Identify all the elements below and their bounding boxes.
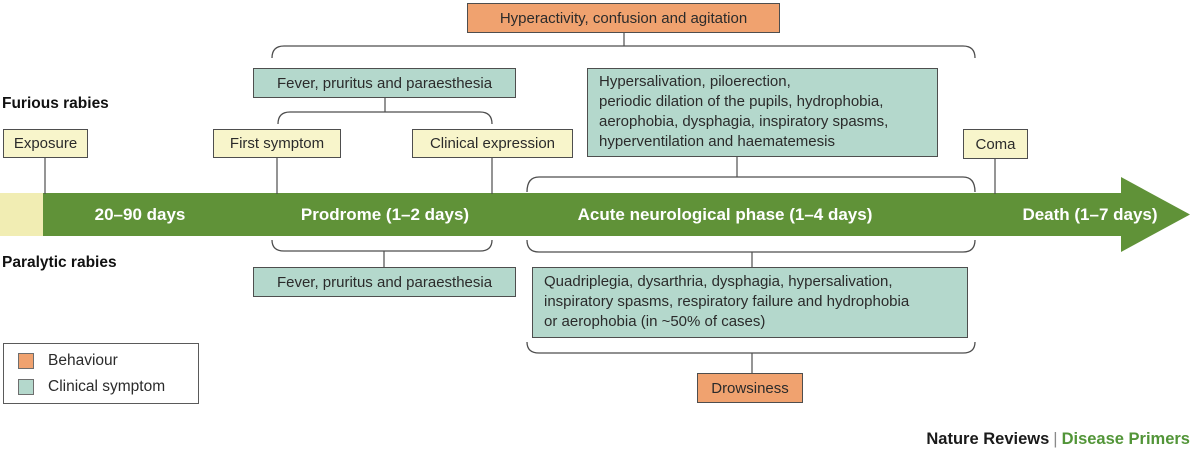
- drowsiness-box: Drowsiness: [697, 373, 803, 403]
- journal-footer: Nature Reviews|Disease Primers: [926, 430, 1190, 449]
- footer-separator: |: [1053, 430, 1058, 448]
- timeline-label-prodrome: Prodrome (1–2 days): [300, 205, 470, 224]
- furious-rabies-label: Furious rabies: [2, 95, 109, 112]
- acute-symptoms-box: Hypersalivation, piloerection, periodic …: [587, 68, 938, 157]
- bracket-prodrome: [277, 111, 493, 125]
- coma-box: Coma: [963, 129, 1028, 159]
- bracket-acute-upper: [526, 176, 976, 193]
- timeline-label-death: Death (1–7 days): [1022, 205, 1158, 224]
- bracket-furious-span: [271, 45, 976, 59]
- bracket-acute-lower: [526, 239, 976, 253]
- legend-label-clinical-symptom: Clinical symptom: [48, 377, 166, 395]
- exposure-box: Exposure: [3, 129, 88, 158]
- timeline-label-incubation: 20–90 days: [94, 205, 186, 224]
- legend-label-behaviour: Behaviour: [48, 351, 118, 369]
- hyperactivity-box: Hyperactivity, confusion and agitation: [467, 3, 780, 33]
- clinical-symptom-swatch-icon: [18, 378, 34, 395]
- fever-furious-box: Fever, pruritus and paraesthesia: [253, 68, 516, 98]
- legend-item-behaviour: Behaviour: [18, 352, 198, 370]
- bracket-paralytic-fever: [271, 239, 493, 252]
- footer-brand: Nature Reviews: [926, 430, 1050, 448]
- paralytic-symptoms-box: Quadriplegia, dysarthria, dysphagia, hyp…: [532, 267, 968, 338]
- footer-publication: Disease Primers: [1061, 430, 1190, 448]
- bracket-drowsiness: [526, 341, 976, 354]
- legend: Behaviour Clinical symptom: [3, 343, 199, 404]
- clinical-expression-box: Clinical expression: [412, 129, 573, 158]
- timeline-label-acute-phase: Acute neurological phase (1–4 days): [577, 205, 873, 224]
- legend-item-clinical-symptom: Clinical symptom: [18, 378, 198, 396]
- fever-paralytic-box: Fever, pruritus and paraesthesia: [253, 267, 516, 297]
- timeline-start-block: [0, 193, 43, 236]
- behaviour-swatch-icon: [18, 352, 34, 369]
- paralytic-rabies-label: Paralytic rabies: [2, 254, 117, 271]
- first-symptom-box: First symptom: [213, 129, 341, 158]
